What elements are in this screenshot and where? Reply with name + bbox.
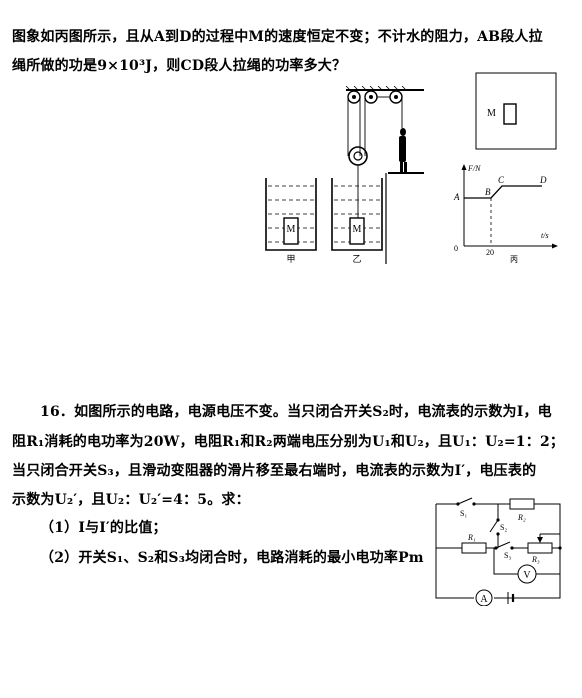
label-s2: S₂ bbox=[500, 523, 507, 532]
point-b: B bbox=[485, 187, 491, 197]
voltmeter bbox=[517, 564, 537, 584]
force-curve bbox=[464, 185, 542, 199]
point-c: C bbox=[498, 175, 505, 185]
p16-line2: 阻R₁消耗的电功率为20W，电阻R₁和R₂两端电压分别为U₁和U₂，且U₁：U₂… bbox=[12, 434, 565, 450]
label-r1: R₁ bbox=[467, 533, 476, 542]
axis-origin: 0 bbox=[454, 244, 458, 253]
axis-fn-label: F/N bbox=[467, 164, 481, 173]
label-bing: 丙 bbox=[510, 255, 518, 264]
axis-t-label: t/s bbox=[541, 231, 549, 240]
p16-q1: （1）I与I′的比值； bbox=[40, 520, 167, 536]
p16-line1: 16．如图所示的电路，电源电压不变。当只闭合开关S₂时，电流表的示数为I，电 bbox=[40, 404, 552, 420]
p15-line1: 图象如丙图所示，且从A到D的过程中M的速度恒定不变；不计水的阻力，AB段人拉 bbox=[12, 29, 543, 45]
movable-pulley bbox=[348, 146, 368, 166]
figure-circuit: V A S₁ S₂ S₃ R₁ R₂ R₃ bbox=[435, 497, 562, 606]
label-s3: S₃ bbox=[504, 551, 511, 560]
label-r2: R₂ bbox=[517, 513, 526, 522]
label-jia: 甲 bbox=[286, 254, 295, 264]
figure-bing-graph: F/N t/s 0 20 A B C D 丙 bbox=[453, 164, 558, 264]
figure-square-m: M bbox=[475, 72, 557, 150]
block-m-yi bbox=[349, 217, 365, 245]
ammeter bbox=[475, 589, 493, 606]
p16-line3: 当只闭合开关S₃，且滑动变阻器的滑片移至最右端时，电流表的示数为I′，电压表的 bbox=[12, 463, 537, 479]
block-m-jia bbox=[283, 217, 299, 245]
label-yi: 乙 bbox=[352, 254, 361, 264]
point-d: D bbox=[539, 175, 547, 185]
tick-20: 20 bbox=[486, 248, 494, 257]
ammeter-label: A bbox=[480, 594, 488, 605]
square-m-label: M bbox=[487, 108, 496, 119]
point-a: A bbox=[453, 192, 460, 202]
figure-jia-yi: M M 甲 乙 bbox=[265, 86, 424, 264]
voltmeter-label: V bbox=[523, 570, 531, 581]
label-r3: R₃ bbox=[531, 555, 540, 564]
p15-line2: 绳所做的功是9×10³J，则CD段人拉绳的功率多大？ bbox=[12, 58, 347, 74]
block-m-jia-label: M bbox=[287, 224, 296, 235]
person-figure bbox=[399, 128, 407, 172]
p16-q2: （2）开关S₁、S₂和S₃均闭合时，电路消耗的最小电功率Pm bbox=[40, 550, 424, 566]
block-m-yi-label: M bbox=[353, 224, 362, 235]
p16-line4: 示数为U₂′，且U₂：U₂′=4：5。求： bbox=[12, 492, 250, 508]
label-s1: S₁ bbox=[460, 509, 467, 518]
